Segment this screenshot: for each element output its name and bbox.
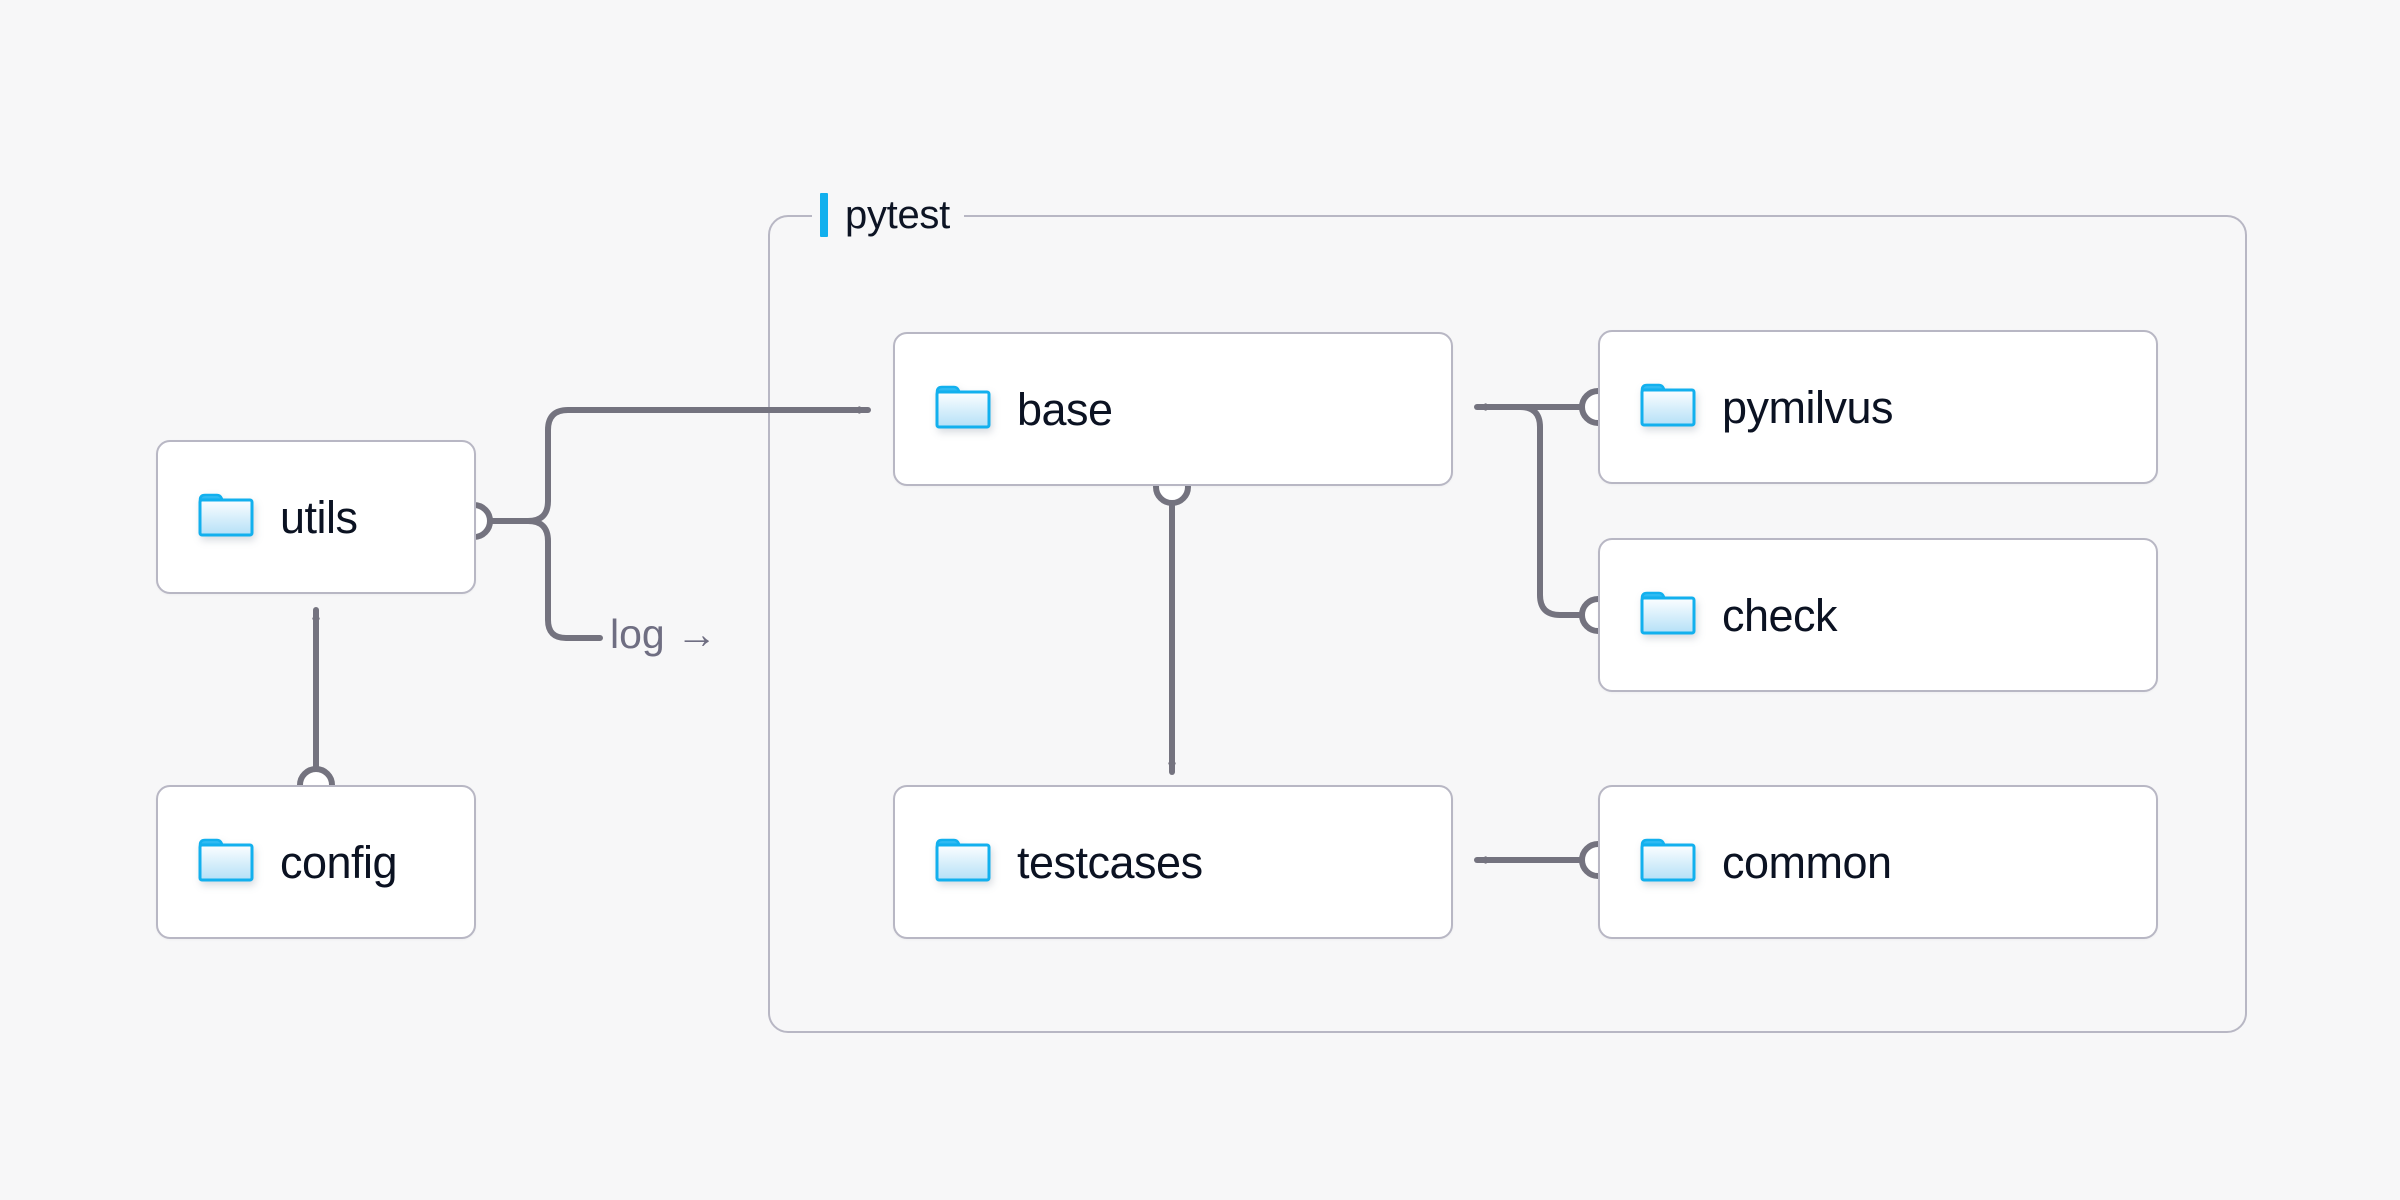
- node-base[interactable]: base: [893, 332, 1453, 486]
- folder-icon: [1640, 837, 1696, 888]
- node-pymilvus[interactable]: pymilvus: [1598, 330, 2158, 484]
- node-label: base: [1017, 383, 1113, 435]
- accent-bar-icon: [820, 193, 828, 237]
- node-label: check: [1722, 589, 1838, 641]
- node-check[interactable]: check: [1598, 538, 2158, 692]
- edge-label-log: log →: [604, 612, 724, 657]
- edge-utils-log: [525, 518, 603, 641]
- node-config[interactable]: config: [156, 785, 476, 939]
- node-label: testcases: [1017, 836, 1203, 888]
- folder-icon: [1640, 382, 1696, 433]
- node-label: config: [280, 836, 398, 888]
- node-testcases[interactable]: testcases: [893, 785, 1453, 939]
- folder-icon: [198, 837, 254, 888]
- node-utils[interactable]: utils: [156, 440, 476, 594]
- group-label-pytest: pytest: [812, 193, 964, 237]
- node-label: common: [1722, 836, 1892, 888]
- group-container-pytest[interactable]: [768, 215, 2247, 1033]
- node-common[interactable]: common: [1598, 785, 2158, 939]
- node-label: pymilvus: [1722, 381, 1894, 433]
- node-label: utils: [280, 491, 358, 543]
- folder-icon: [1640, 590, 1696, 641]
- group-label-text: pytest: [845, 193, 950, 237]
- folder-icon: [935, 384, 991, 435]
- folder-icon: [935, 837, 991, 888]
- folder-icon: [198, 492, 254, 543]
